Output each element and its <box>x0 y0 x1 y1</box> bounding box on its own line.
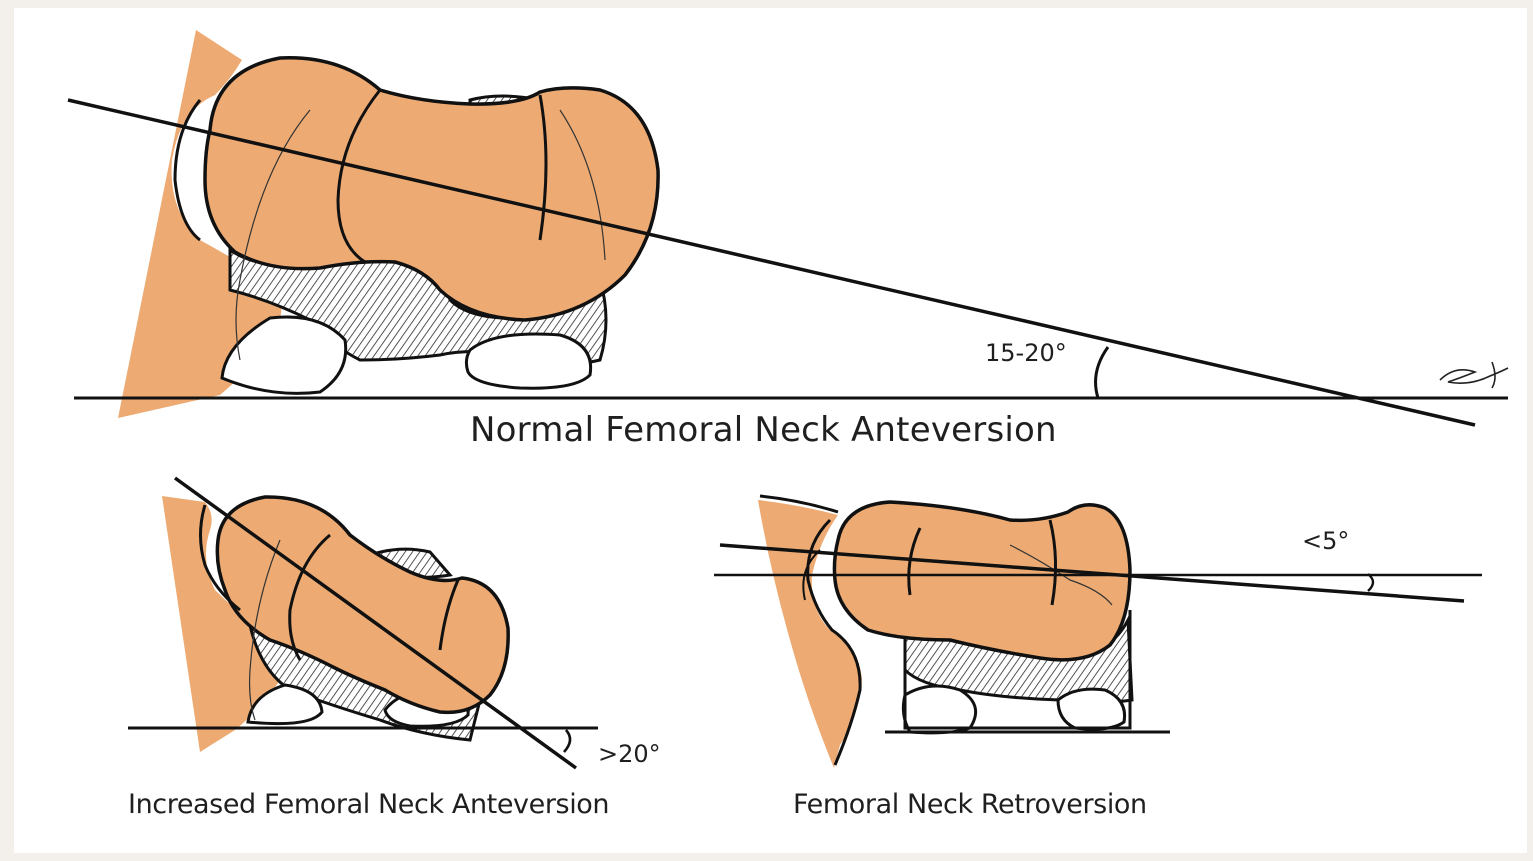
femoral-head-neck-right <box>834 502 1130 660</box>
normal-anteversion-figure <box>68 30 1508 425</box>
increased-anteversion-title: Increased Femoral Neck Anteversion <box>128 789 609 820</box>
retroversion-figure <box>714 496 1482 768</box>
normal-anteversion-title: Normal Femoral Neck Anteversion <box>470 410 1057 450</box>
artist-signature <box>1440 362 1508 388</box>
retroversion-title: Femoral Neck Retroversion <box>793 789 1147 820</box>
angle-arc-increased <box>564 730 570 752</box>
increased-anteversion-figure <box>128 478 598 768</box>
condyle-right-1 <box>903 686 975 733</box>
condyle-right-2 <box>1058 689 1125 729</box>
angle-arc-retroversion <box>1368 574 1373 591</box>
retroversion-angle-label: <5° <box>1302 527 1349 555</box>
increased-angle-label: >20° <box>598 740 661 768</box>
angle-arc-normal <box>1096 347 1108 398</box>
femoral-condyle-right <box>466 334 590 388</box>
normal-angle-label: 15-20° <box>985 339 1067 367</box>
